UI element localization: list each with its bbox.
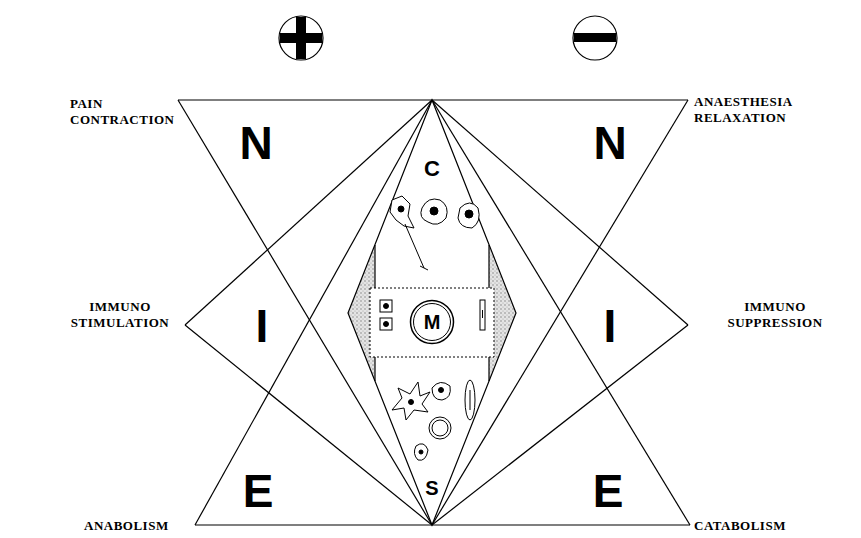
system-letter: E <box>583 464 633 519</box>
triangle-lines <box>178 100 690 525</box>
region-letter: C <box>417 156 447 182</box>
side-label: ANABOLISM <box>84 518 194 534</box>
system-letter: E <box>233 464 283 519</box>
side-label: CATABOLISM <box>694 518 814 534</box>
plus-symbol <box>279 16 323 60</box>
side-label: IMMUNO SUPPRESSION <box>700 299 850 330</box>
minus-symbol <box>573 16 617 60</box>
system-letter: N <box>231 116 281 171</box>
side-label: ANAESTHESIA RELAXATION <box>694 94 854 125</box>
dashed-box <box>370 288 494 357</box>
side-label: IMMUNO STIMULATION <box>60 299 180 330</box>
node-text: M <box>424 312 441 332</box>
cell-drawings <box>380 196 485 460</box>
side-label: PAIN CONTRACTION <box>70 96 190 127</box>
nucleus-circle: M <box>409 299 455 345</box>
region-letter: S <box>422 476 442 500</box>
system-letter: N <box>585 116 635 171</box>
system-letter: I <box>242 299 282 354</box>
system-letter: I <box>590 299 630 354</box>
